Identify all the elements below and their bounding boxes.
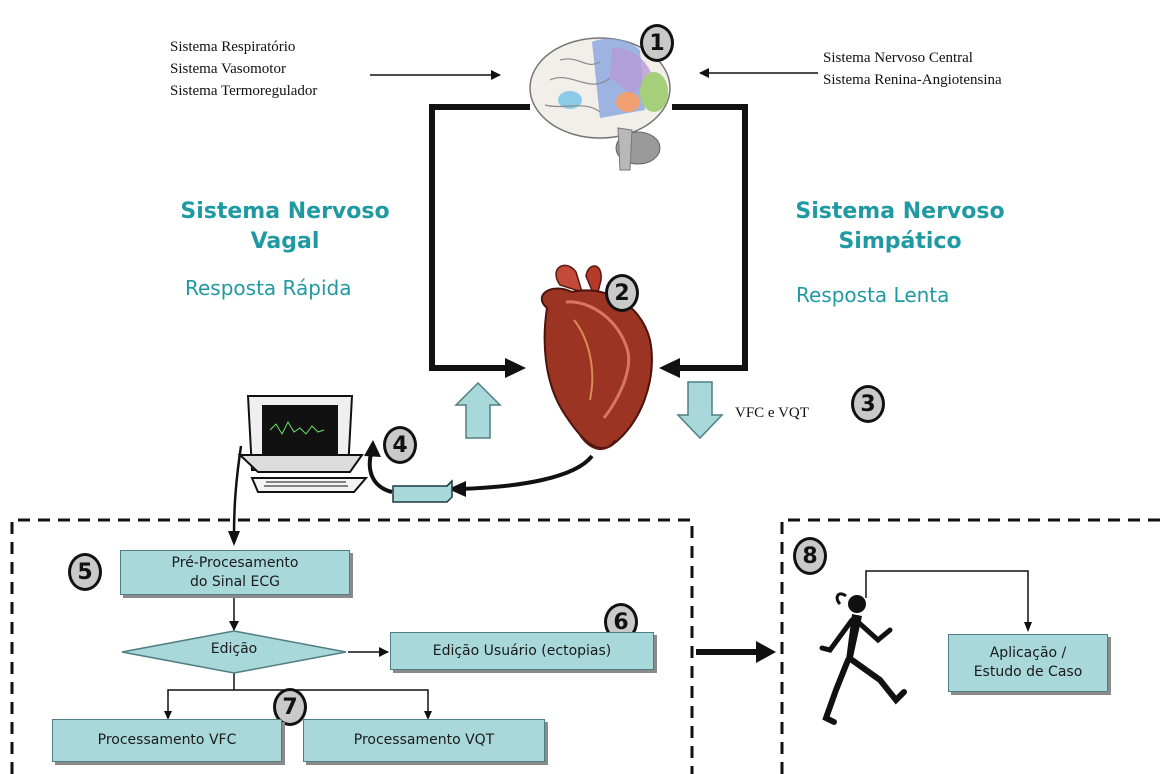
edition-diamond xyxy=(121,630,347,674)
application-container xyxy=(780,518,1165,774)
step-badge-1: 1 xyxy=(640,24,674,62)
input-central-nervous-system: Sistema Nervoso Central xyxy=(823,50,973,66)
right-inputs-list: Sistema Nervoso Central Sistema Renina-A… xyxy=(823,47,1002,91)
edition-label: Edição xyxy=(210,641,258,657)
left-inputs-list: Sistema Respiratório Sistema Vasomotor S… xyxy=(170,36,317,102)
processing-container xyxy=(10,518,694,774)
step-badge-3: 3 xyxy=(851,385,885,423)
hrv-processing-label: Processamento VFC xyxy=(97,732,237,748)
sympathetic-system-title: Sistema Nervoso Simpático xyxy=(795,199,1005,254)
preprocessing-box: Pré-Procesamento do Sinal ECG xyxy=(120,550,350,595)
step-badge-2: 2 xyxy=(605,274,639,312)
application-label: Aplicação / Estudo de Caso xyxy=(973,645,1083,680)
application-box: Aplicação / Estudo de Caso xyxy=(948,634,1108,692)
down-hollow-arrow xyxy=(676,381,724,440)
user-edition-box: Edição Usuário (ectopias) xyxy=(390,632,654,670)
sympathetic-pathway xyxy=(672,104,748,371)
step-badge-5: 5 xyxy=(68,553,102,591)
input-renin-angiotensin-system: Sistema Renina-Angiotensina xyxy=(823,72,1002,88)
hrv-qtv-label: VFC e VQT xyxy=(735,405,809,421)
hrv-processing-box: Processamento VFC xyxy=(52,719,282,762)
step-badge-7: 7 xyxy=(273,688,307,726)
vagal-system-title: Sistema Nervoso Vagal xyxy=(180,199,390,254)
vagal-response-label: Resposta Rápida xyxy=(185,276,352,300)
vagal-pathway xyxy=(429,104,530,371)
user-edition-label: Edição Usuário (ectopias) xyxy=(432,642,612,659)
preprocessing-label: Pré-Procesamento do Sinal ECG xyxy=(171,554,299,590)
up-hollow-arrow xyxy=(454,381,502,439)
step-badge-4: 4 xyxy=(383,426,417,464)
input-thermoregulatory-system: Sistema Termoregulador xyxy=(170,83,318,99)
input-vasomotor-system: Sistema Vasomotor xyxy=(170,61,286,77)
input-respiratory-system: Sistema Respiratório xyxy=(170,39,296,55)
heart-to-sensor-arrow xyxy=(459,454,594,491)
step-badge-8: 8 xyxy=(793,537,827,575)
sympathetic-response-label: Resposta Lenta xyxy=(796,283,950,307)
qtv-processing-label: Processamento VQT xyxy=(353,732,495,748)
qtv-processing-box: Processamento VQT xyxy=(303,719,545,762)
